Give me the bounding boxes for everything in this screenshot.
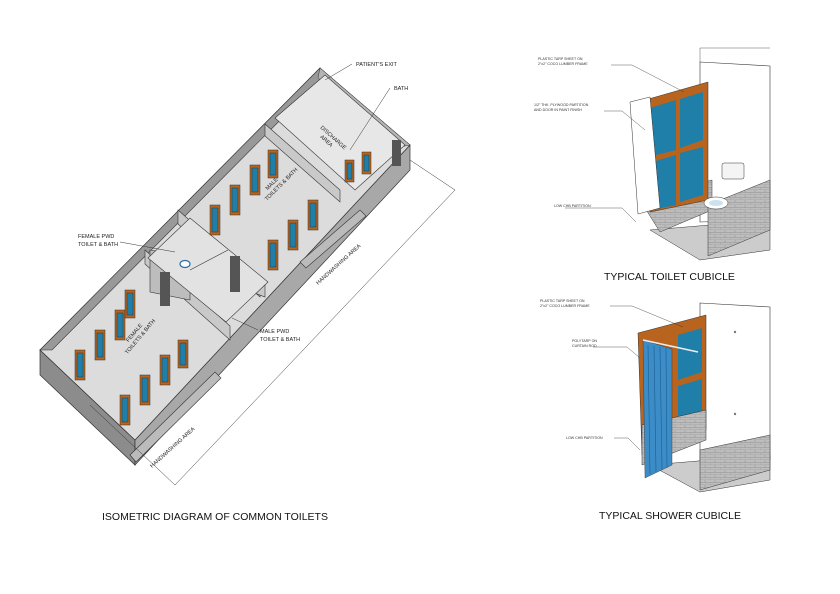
- sink-counter-lower: [129, 371, 222, 463]
- shower-callout-polytarp-2: CURTAIN ROD: [572, 344, 597, 348]
- shower-callout-tarp-1: PLASTIC TARP SHEET ON: [540, 299, 585, 303]
- label-female-pwd: FEMALE PWD: [78, 234, 114, 240]
- toilet-cubicle-drawing: [565, 47, 771, 261]
- shower-callout-polytarp-1: POLYTARP ON: [572, 339, 597, 343]
- label-patients-exit: PATIENT'S EXIT: [356, 62, 398, 68]
- toilet-tank: [721, 162, 745, 180]
- toilet-callout-plywood-1: 1/2" THK. PLYWOOD PARTITION: [534, 103, 589, 107]
- curtain-rod: [642, 339, 699, 353]
- sink-counter-upper: [299, 209, 367, 269]
- shower-cubicle-title: TYPICAL SHOWER CUBICLE: [599, 510, 741, 522]
- toilet-cubicle-title: TYPICAL TOILET CUBICLE: [604, 271, 735, 283]
- plywood-door: [629, 96, 661, 215]
- shower-callout-tarp-2: 2"x2" COCO LUMBER FRAME: [540, 304, 590, 308]
- pwd-door-male: [230, 256, 240, 292]
- shower-curtain: [642, 339, 673, 479]
- dimension-line: [174, 189, 456, 486]
- label-male-pwd: MALE PWD: [260, 329, 289, 335]
- pwd-rooms: [147, 217, 269, 323]
- toilet-callout-chb: LOW CHB PARTITION: [554, 204, 591, 208]
- discharge-room: [274, 74, 406, 191]
- toilet-callout-tarp-2: 2"x2" COCO LUMBER FRAME: [538, 62, 588, 66]
- main-diagram-title: ISOMETRIC DIAGRAM OF COMMON TOILETS: [102, 511, 328, 523]
- label-female-pwd-sub: TOILET & BATH: [78, 242, 118, 248]
- isometric-building: [39, 63, 456, 486]
- label-male-pwd-sub: TOILET & BATH: [260, 337, 300, 343]
- shower-callout-chb: LOW CHB PARTITION: [566, 436, 603, 440]
- toilet-callout-tarp-1: PLASTIC TARP SHEET ON: [538, 57, 583, 61]
- label-bath: BATH: [394, 86, 408, 92]
- toilet-callout-plywood-2: AND DOOR IN PAINT FINISH: [534, 108, 582, 112]
- pwd-door-female: [160, 272, 170, 306]
- exit-door: [392, 140, 401, 166]
- pwd-toilet-icon: [179, 259, 191, 269]
- cubicles: [74, 149, 372, 426]
- shower-cubicle-drawing: [593, 302, 771, 493]
